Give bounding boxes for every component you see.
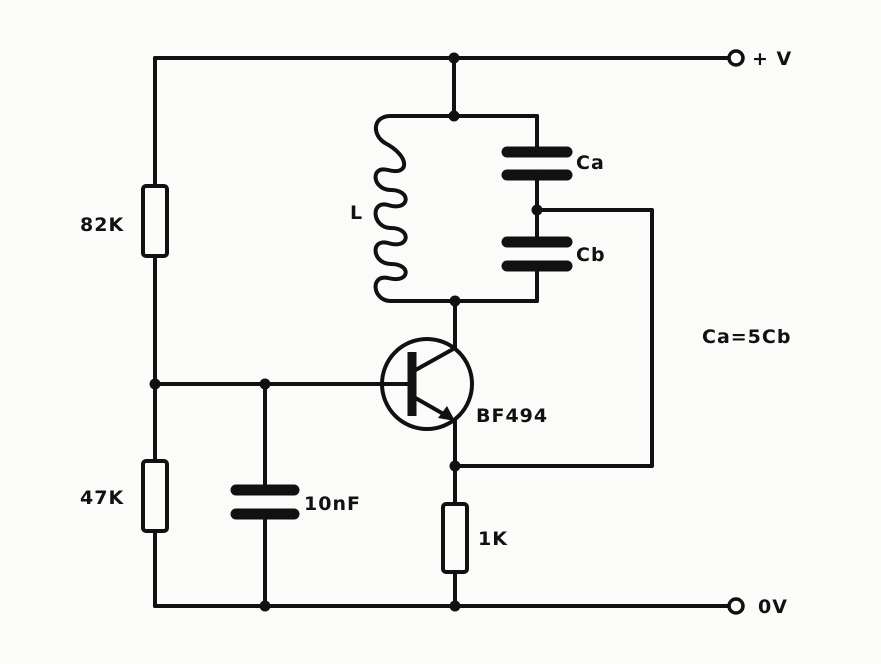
label-ground: 0V (758, 596, 788, 618)
capacitor-ca (501, 114, 573, 242)
label-cb: Cb (576, 244, 606, 266)
capacitor-ratio-note: Ca=5Cb (702, 326, 791, 348)
label-82k: 82K (80, 214, 124, 236)
capacitor-10nf (230, 382, 300, 608)
inductor-l (373, 114, 408, 303)
transistor-bf494 (380, 337, 474, 468)
label-47k: 47K (80, 487, 124, 509)
label-10nf: 10nF (304, 493, 361, 515)
resistor-82k (141, 184, 169, 258)
resistor-47k (141, 459, 169, 533)
capacitor-cb (501, 236, 573, 303)
label-supply: + V (752, 48, 792, 70)
resistor-1k (441, 502, 469, 574)
label-l: L (350, 202, 363, 224)
ground-rail (153, 597, 745, 615)
junction-dots (149, 52, 543, 612)
supply-rail (153, 49, 745, 67)
ground-terminal (727, 597, 745, 615)
label-ca: Ca (576, 152, 605, 174)
feedback-wire (453, 208, 654, 468)
label-bf494: BF494 (476, 405, 548, 427)
supply-terminal (727, 49, 745, 67)
label-1k: 1K (478, 528, 508, 550)
